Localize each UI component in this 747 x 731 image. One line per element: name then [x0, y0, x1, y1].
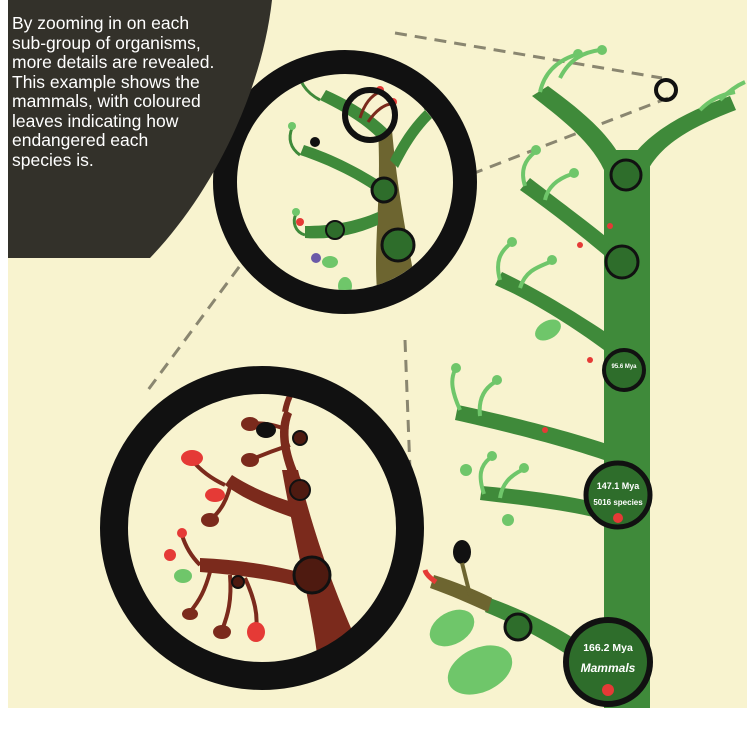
tree-node-3: [604, 350, 644, 390]
caption-line: species is.: [12, 151, 242, 171]
caption-line: more details are revealed.: [12, 53, 242, 73]
node-3-age: 95.6 Mya: [611, 364, 637, 370]
caption-line: sub-group of organisms,: [12, 34, 242, 54]
caption-line: This example shows the: [12, 73, 242, 93]
caption-line: mammals, with coloured: [12, 92, 242, 112]
root-node-group: Mammals: [581, 661, 636, 675]
caption-line: endangered each: [12, 131, 242, 151]
root-node-age: 166.2 Mya: [583, 642, 633, 654]
caption-line: leaves indicating how: [12, 112, 242, 132]
node-2-age: 147.1 Mya: [597, 481, 641, 491]
node-2-count: 5016 species: [593, 498, 643, 507]
caption-text: By zooming in on each sub-group of organ…: [12, 14, 242, 170]
caption-line: By zooming in on each: [12, 14, 242, 34]
zoom-circle-upper: [225, 62, 465, 302]
zoom-circle-lower: [114, 360, 410, 690]
